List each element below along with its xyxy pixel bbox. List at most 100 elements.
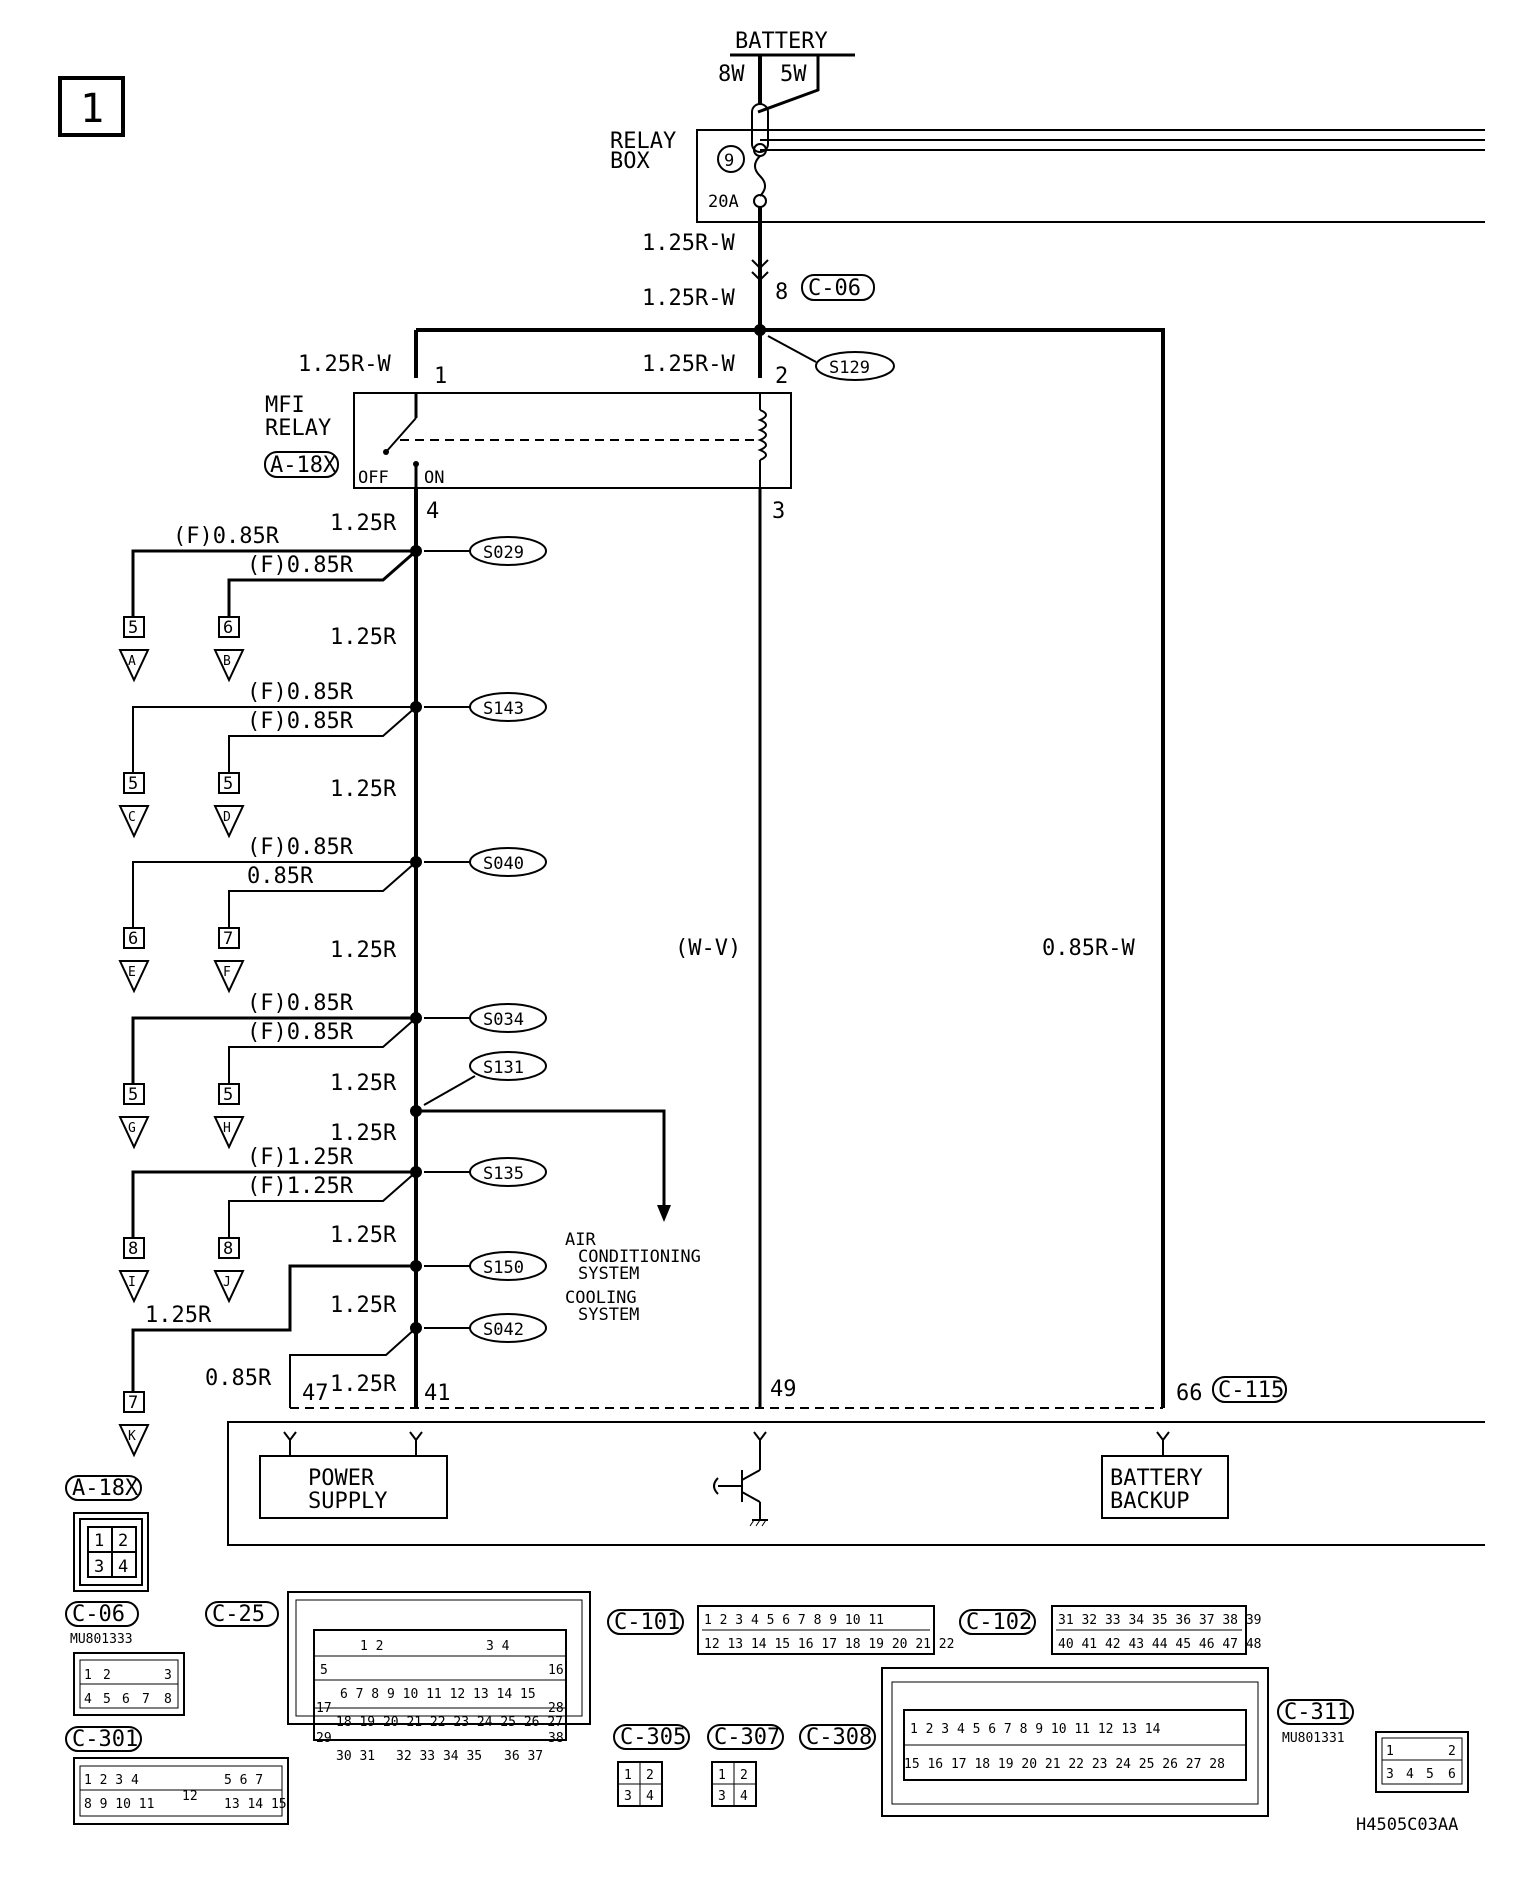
- connector-branch-f: 7 F: [213, 927, 245, 994]
- legend-c102-connector: 31 32 33 34 35 36 37 38 39 40 41 42 43 4…: [1051, 1605, 1262, 1655]
- svg-text:5: 5: [103, 1692, 111, 1707]
- drawing-code: H4505C03AA: [1356, 1815, 1458, 1835]
- svg-text:15 16 17 18 19 20 21 22 23 24: 15 16 17 18 19 20 21 22 23 24 25 26 27 2…: [904, 1757, 1225, 1772]
- legend-c311-tag: [1277, 1699, 1354, 1725]
- fuse-number-circle: [717, 145, 745, 173]
- ac-note-3: SYSTEM: [578, 1264, 639, 1284]
- mfi-relay-label-2: RELAY: [265, 416, 331, 441]
- seg-label-6: 1.25R: [330, 1121, 397, 1146]
- svg-text:2: 2: [740, 1768, 748, 1783]
- fuse-rating: 20A: [708, 192, 739, 212]
- svg-text:4: 4: [118, 1557, 128, 1577]
- legend-c102-label: C-102: [966, 1610, 1032, 1635]
- svg-text:12 13 14 15 16 17 18 19 20 21: 12 13 14 15 16 17 18 19 20 21 22: [704, 1637, 954, 1652]
- fuse-element: [754, 155, 766, 197]
- battery-wire-8w: 8W: [718, 62, 745, 87]
- connector-branch-c: 5 C: [118, 772, 150, 839]
- seg-label-2: 1.25R: [330, 625, 397, 650]
- branch-i-wire: [131, 1170, 416, 1238]
- mfi-relay-pin-3: 3: [772, 499, 785, 524]
- svg-text:C: C: [128, 810, 136, 825]
- svg-text:2: 2: [646, 1768, 654, 1783]
- svg-text:3: 3: [624, 1789, 632, 1804]
- s131-arrow: [423, 1075, 476, 1106]
- connector-branch-g: 5 G: [118, 1083, 150, 1150]
- svg-text:1 2 3 4 5 6 7 8 9 10 1: 1 2 3 4 5 6 7 8 9 10 11 12 13 14: [910, 1722, 1161, 1737]
- relay-box-label-2: BOX: [610, 149, 650, 174]
- relay-off-label: OFF: [358, 468, 389, 488]
- connector-branch-e: 6 E: [118, 927, 150, 994]
- seg-label-4: 1.25R: [330, 938, 397, 963]
- legend-c308-connector: 1 2 3 4 5 6 7 8 9 10 11 12 13 14 15 16 1…: [881, 1667, 1269, 1817]
- svg-text:5: 5: [320, 1663, 328, 1678]
- branch-f-wire-label: 0.85R: [247, 864, 314, 889]
- splice-s029-label: S029: [483, 543, 524, 563]
- ac-note-1: AIR: [565, 1230, 596, 1250]
- splice-s129: [815, 351, 895, 381]
- relay-on-label: ON: [424, 468, 444, 488]
- svg-text:6: 6: [122, 1692, 130, 1707]
- power-supply-label-1: POWER: [308, 1466, 375, 1491]
- ecu-outline: [227, 1421, 1485, 1546]
- connector-branch-d: 5 D: [213, 772, 245, 839]
- legend-c25-tag: [205, 1601, 279, 1627]
- battery-backup-block: [1101, 1455, 1229, 1519]
- c06-label: C-06: [808, 276, 861, 301]
- svg-text:8 9 10 11: 8 9 10 11: [84, 1797, 154, 1812]
- legend-c311-part: MU801331: [1282, 1731, 1345, 1746]
- branch-k-wire-label: 1.25R: [145, 1303, 212, 1328]
- power-supply-label-2: SUPPLY: [308, 1489, 387, 1514]
- ecu-pin-47: 47: [302, 1381, 329, 1406]
- svg-text:6 7 8 9 10 11 12 13 14 15: 6 7 8 9 10 11 12 13 14 15: [340, 1687, 536, 1702]
- svg-text:17: 17: [316, 1701, 332, 1716]
- seg-label-1: 1.25R: [330, 511, 397, 536]
- branch-i-wire-label: (F)1.25R: [247, 1145, 354, 1170]
- c115-tag: [1212, 1376, 1287, 1403]
- relay-pin2-wire: 1.25R-W: [642, 352, 735, 377]
- svg-text:5: 5: [128, 618, 138, 638]
- feed-wire-label-1: 1.25R-W: [642, 231, 735, 256]
- svg-text:1 2: 1 2: [360, 1639, 383, 1654]
- splice-s042-label: S042: [483, 1320, 524, 1340]
- svg-text:30 31: 30 31: [336, 1749, 375, 1764]
- svg-text:3 4: 3 4: [486, 1639, 510, 1654]
- svg-text:E: E: [128, 965, 136, 980]
- svg-text:H: H: [223, 1121, 231, 1136]
- connector-branch-j: 8 J: [213, 1237, 245, 1304]
- splice-s143-label: S143: [483, 699, 524, 719]
- svg-text:12: 12: [182, 1789, 198, 1804]
- svg-text:1 2 3 4: 1 2 3 4: [84, 1773, 139, 1788]
- coil-wire-label: (W-V): [675, 936, 741, 961]
- svg-text:2: 2: [118, 1531, 128, 1551]
- legend-c307-label: C-307: [714, 1725, 780, 1750]
- svg-text:4: 4: [84, 1692, 92, 1707]
- mfi-relay-pin-4: 4: [426, 499, 439, 524]
- ecu-in-47: [283, 1431, 297, 1442]
- svg-text:I: I: [128, 1275, 136, 1290]
- svg-text:8: 8: [164, 1692, 172, 1707]
- legend-c06-tag: [65, 1601, 139, 1627]
- seg-label-9: 1.25R: [330, 1372, 397, 1397]
- legend-c305-tag: [613, 1724, 690, 1750]
- mfi-relay-connector: A-18X: [270, 453, 337, 478]
- branch-f-wire: [228, 861, 417, 928]
- branch-d-wire: [228, 706, 417, 773]
- relay-box-terminal: [751, 103, 769, 153]
- svg-text:1: 1: [1386, 1744, 1394, 1759]
- branch-e-wire-label: (F)0.85R: [247, 835, 354, 860]
- legend-a18x-label: A-18X: [72, 1476, 139, 1501]
- svg-text:36 37: 36 37: [504, 1749, 543, 1764]
- top-bus: [416, 328, 1165, 1408]
- svg-text:5: 5: [223, 774, 233, 794]
- c06-tag: [801, 274, 875, 301]
- splice-s150-label: S150: [483, 1258, 524, 1278]
- svg-text:5 6 7: 5 6 7: [224, 1773, 263, 1788]
- svg-text:3: 3: [94, 1557, 104, 1577]
- legend-c307-tag: [707, 1724, 784, 1750]
- legend-a18x-tag: [65, 1475, 142, 1501]
- splice-s129-label: S129: [829, 358, 870, 378]
- branch-g-wire: [131, 1016, 416, 1084]
